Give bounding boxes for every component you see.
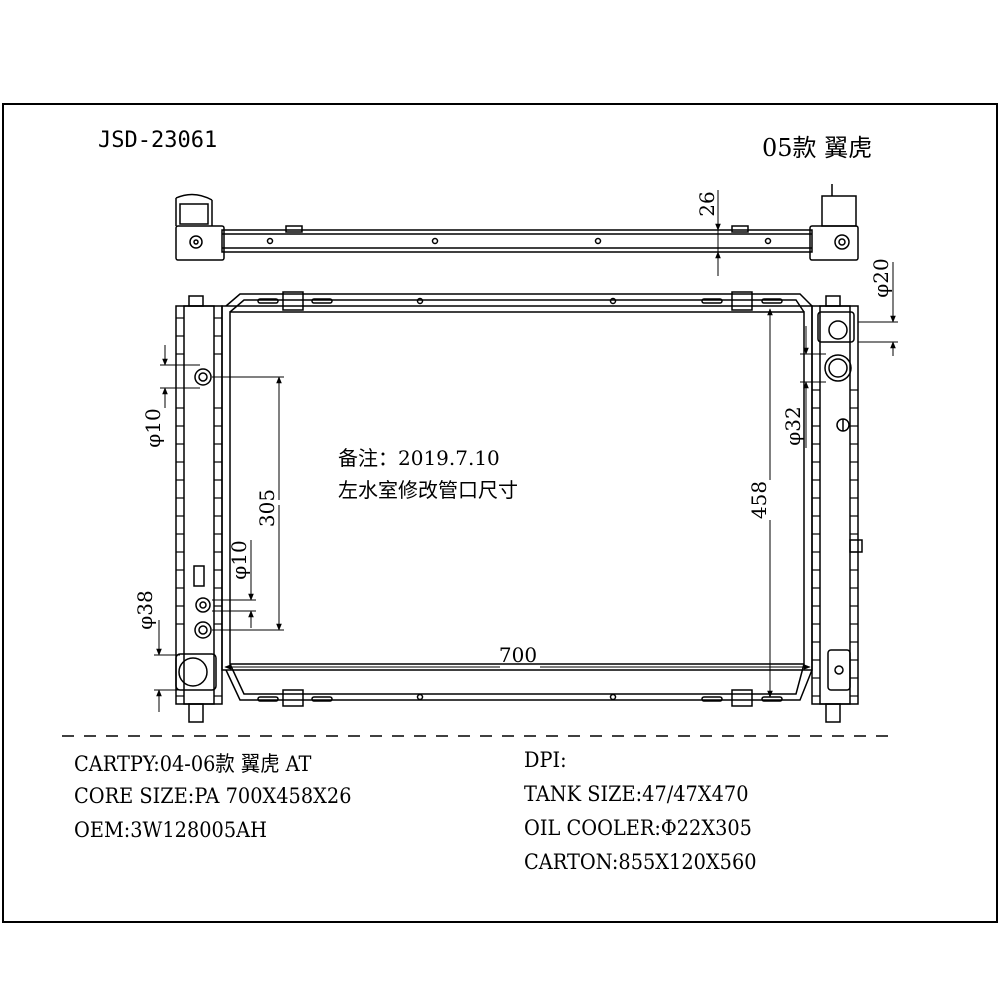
dim-700-label: 700: [499, 643, 537, 667]
spec-cartpy-value: 04-06款 翼虎 AT: [159, 752, 312, 776]
spec-oem-label: OEM:: [74, 818, 131, 842]
model-label: 05款 翼虎: [762, 134, 873, 162]
spec-core-size-label: CORE SIZE:: [74, 784, 195, 808]
front-view: [175, 291, 863, 723]
dim-phi10-top-label: φ10: [141, 408, 165, 447]
spec-cartpy: CARTPY:04-06款 翼虎 AT: [74, 748, 311, 778]
dim-458-label: 458: [747, 481, 771, 519]
dim-305: [212, 376, 284, 631]
part-number: JSD-23061: [98, 128, 218, 153]
spec-tank-size-value: 47/47X470: [642, 782, 749, 806]
spec-tank-size: TANK SIZE:47/47X470: [524, 782, 748, 806]
dim-phi20-label: φ20: [869, 258, 893, 297]
spec-oil-cooler-label: OIL COOLER:: [524, 816, 661, 840]
spec-dpi-label: DPI:: [524, 748, 567, 772]
dim-26-label: 26: [695, 191, 719, 216]
spec-tank-size-label: TANK SIZE:: [524, 782, 643, 806]
dim-phi32-label: φ32: [781, 406, 805, 445]
spec-carton-value: 855X120X560: [618, 850, 757, 874]
spec-oil-cooler: OIL COOLER:Φ22X305: [524, 816, 752, 840]
spec-carton-label: CARTON:: [524, 850, 619, 874]
dim-phi38: [154, 620, 180, 712]
dim-phi38-label: φ38: [133, 590, 157, 629]
spec-core-size: CORE SIZE:PA 700X458X26: [74, 784, 351, 808]
spec-oem-value: 3W128005AH: [130, 818, 267, 842]
spec-dpi: DPI:: [524, 748, 567, 772]
dim-phi10-top: [160, 345, 200, 408]
spec-cartpy-label: CARTPY:: [74, 752, 160, 776]
spec-carton: CARTON:855X120X560: [524, 850, 757, 874]
spec-oil-cooler-value: Φ22X305: [660, 816, 752, 840]
top-view: [175, 184, 859, 261]
spec-core-size-value: PA 700X458X26: [194, 784, 352, 808]
dim-phi10-mid: [212, 540, 256, 628]
dim-phi20: [858, 262, 898, 356]
dim-phi10-mid-label: φ10: [227, 540, 251, 579]
dim-305-label: 305: [255, 489, 279, 527]
note-line-2: 左水室修改管口尺寸: [338, 478, 518, 502]
tank-ribs: [176, 317, 858, 697]
drawing-frame: [2, 103, 998, 923]
dim-phi32: [800, 326, 826, 448]
spec-oem: OEM:3W128005AH: [74, 818, 267, 842]
note-line-1: 备注：2019.7.10: [338, 446, 500, 470]
